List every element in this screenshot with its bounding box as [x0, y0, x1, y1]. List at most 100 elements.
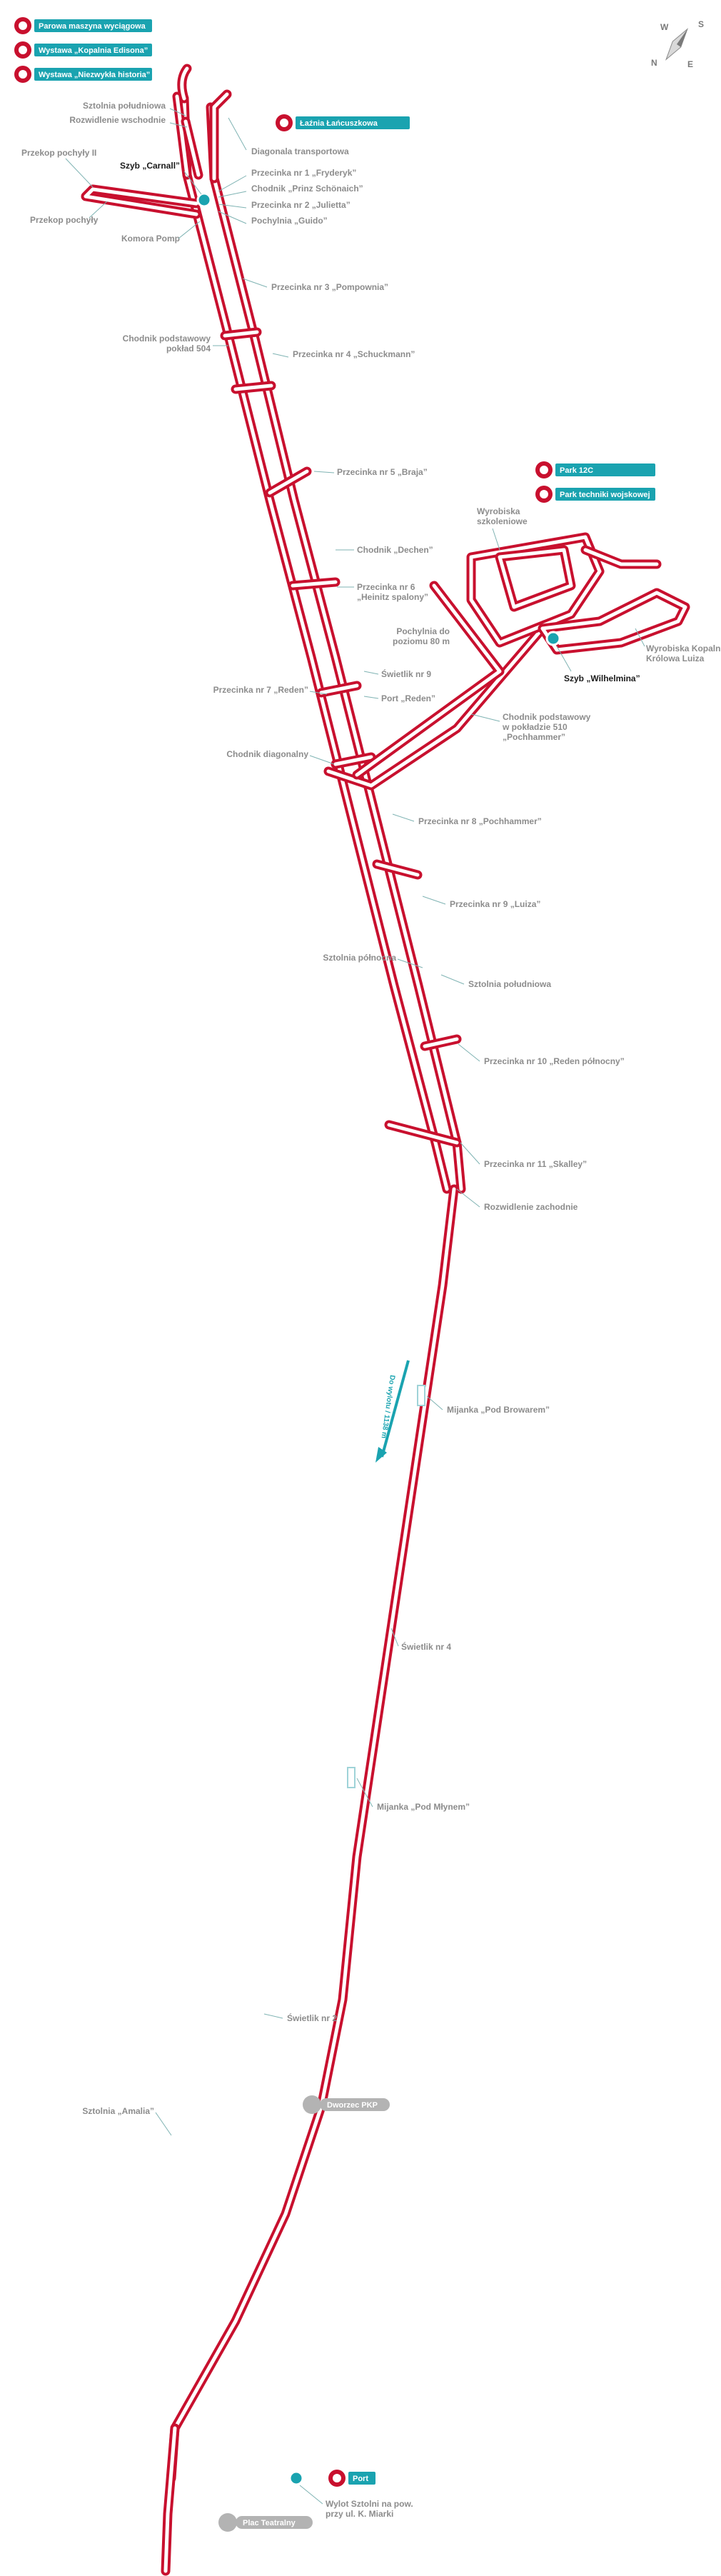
label-przecinka-11: Przecinka nr 11 „Skalley”: [484, 1159, 587, 1169]
label-wylot-b: przy ul. K. Miarki: [326, 2509, 393, 2519]
mine-badge-icon-center: [333, 2474, 341, 2482]
label-sztolnia-amalia: Sztolnia „Amalia”: [82, 2106, 154, 2116]
tunnel-segment-core: [169, 1187, 456, 2480]
compass-e: E: [687, 59, 693, 69]
label-chodnik-diagonalny: Chodnik diagonalny: [226, 749, 308, 759]
tunnel-segment-core: [319, 683, 359, 695]
legend-box: [555, 463, 655, 476]
compass-n: N: [651, 58, 657, 68]
legend-item[interactable]: Parowa maszyna wyciągowa: [14, 17, 152, 34]
tunnel-segment-core: [375, 862, 420, 877]
exit-shaft-marker[interactable]: [288, 2470, 304, 2486]
label-sztolnia-polnocna: Sztolnia północna: [323, 953, 396, 963]
tunnel-segment-core: [223, 330, 259, 338]
label-pochylnia-guido: Pochylnia „Guido”: [251, 216, 328, 226]
station-pill: [236, 2516, 313, 2529]
legend-item[interactable]: Park 12C: [535, 461, 655, 478]
wilhelmina-workings: [466, 532, 690, 655]
mine-badge-icon-center: [540, 466, 548, 474]
poi-lancuch[interactable]: Łaźnia Łańcuszkowa: [276, 114, 410, 131]
label-swietlik-2: Świetlik nr 2: [287, 2013, 337, 2023]
tunnel-segment-core: [355, 583, 502, 777]
label-przecinka-1: Przecinka nr 1 „Fryderyk”: [251, 168, 356, 178]
tunnel-segment-core: [163, 2426, 177, 2573]
label-chodnik-510-a: Chodnik podstawowy: [503, 712, 591, 722]
legend-label: Wystawa „Niezwykła historia”: [39, 71, 150, 79]
direction-label: Do wylotu / 1138 m: [380, 1375, 396, 1439]
label-mijanka-mlynem: Mijanka „Pod Młynem”: [377, 1802, 470, 1812]
label-przecinka-10: Przecinka nr 10 „Reden północny”: [484, 1056, 625, 1066]
mine-badge-icon-center: [280, 119, 288, 127]
label-przecinka-5: Przecinka nr 5 „Braja”: [337, 467, 428, 477]
legend-label: Park 12C: [560, 466, 593, 475]
label-chodnik-510-b: w pokładzie 510: [502, 722, 568, 732]
tunnel-segment: [538, 588, 690, 655]
legend-label: Parowa maszyna wyciągowa: [39, 22, 146, 31]
tunnel-segment-core: [333, 755, 373, 766]
label-wyrobiska-szk-b: szkoleniowe: [477, 516, 528, 526]
tunnel-segment-core: [208, 105, 463, 1191]
label-przecinka-3: Przecinka nr 3 „Pompownia”: [271, 282, 388, 292]
compass-rose-icon: [665, 28, 689, 61]
label-port-reden: Port „Reden”: [381, 693, 435, 703]
label-swietlik-4: Świetlik nr 4: [401, 1641, 451, 1652]
label-chodnik-504-a: Chodnik podstawowy: [123, 334, 211, 344]
label-rozwidlenie-wschodnie: Rozwidlenie wschodnie: [69, 115, 166, 125]
label-wylot-a: Wylot Sztolni na pow.: [326, 2499, 413, 2509]
map-labels: Sztolnia południowa Rozwidlenie wschodni…: [21, 101, 721, 2519]
legend-right: Park 12C Park techniki wojskowej: [535, 461, 655, 503]
label-przecinka-4: Przecinka nr 4 „Schuckmann”: [293, 349, 415, 359]
poi-port[interactable]: Port: [328, 2470, 375, 2487]
wilhelmina-shaft-marker[interactable]: [545, 631, 561, 646]
compass-w: W: [660, 22, 669, 32]
tunnel-segment-core: [387, 1123, 459, 1145]
poi-port-label: Port: [353, 2475, 368, 2483]
label-przecinka-2: Przecinka nr 2 „Julietta”: [251, 200, 351, 210]
mijanka-mlynem-marker: [347, 1767, 356, 1788]
legend-item[interactable]: Wystawa „Niezwykła historia”: [14, 66, 152, 83]
label-chodnik-510-c: „Pochhammer”: [503, 732, 565, 742]
legend-label: Park techniki wojskowej: [560, 491, 650, 499]
label-wyrobiska-luiza-a: Wyrobiska Kopalni: [646, 643, 721, 653]
legend-box: [34, 68, 152, 81]
station-teatralny[interactable]: Plac Teatralny: [218, 2513, 313, 2532]
mine-badge-icon-center: [19, 21, 27, 30]
legend-box: [348, 2472, 375, 2485]
label-rozwidlenie-zachodnie: Rozwidlenie zachodnie: [484, 1202, 578, 1212]
tunnel-segment-core: [182, 96, 449, 1191]
label-przecinka-6-b: „Heinitz spalony”: [357, 592, 428, 602]
legend-label: Wystawa „Kopalnia Edisona”: [39, 46, 148, 55]
mijanka-browarem-marker: [417, 1385, 425, 1406]
legend-box: [555, 488, 655, 501]
tunnel-segment-core: [469, 535, 602, 645]
tunnel-network: [81, 64, 548, 2576]
carnall-shaft-marker[interactable]: [196, 192, 212, 208]
label-sztolnia-poludniowa-top: Sztolnia południowa: [83, 101, 166, 111]
label-przecinka-7: Przecinka nr 7 „Reden”: [213, 685, 308, 695]
station-dworzec[interactable]: Dworzec PKP: [303, 2095, 390, 2114]
label-diagonala: Diagonala transportowa: [251, 146, 349, 156]
label-prinz-schonaich: Chodnik „Prinz Schönaich”: [251, 184, 363, 194]
tunnel-segment-core: [498, 548, 573, 609]
compass-s: S: [698, 19, 704, 29]
tunnel-segment-core: [291, 580, 338, 588]
label-pochylnia-80-a: Pochylnia do: [396, 626, 450, 636]
mine-badge-icon-center: [19, 70, 27, 79]
label-przecinka-9: Przecinka nr 9 „Luiza”: [450, 899, 540, 909]
legend-box: [34, 19, 152, 32]
station-dot: [218, 2513, 237, 2532]
tunnel-segment: [206, 102, 466, 1194]
legend-item[interactable]: Park techniki wojskowej: [535, 486, 655, 503]
direction-arrow: [375, 1360, 410, 1463]
legend-box: [34, 44, 152, 56]
tunnel-segment-core: [233, 384, 273, 391]
tunnel-segment: [166, 1184, 459, 2483]
tunnel-segment-core: [180, 66, 189, 101]
label-przekop-pochyly: Przekop pochyły: [30, 215, 99, 225]
tunnel-segment-core: [540, 591, 687, 652]
legend-item[interactable]: Wystawa „Kopalnia Edisona”: [14, 41, 152, 59]
label-chodnik-504-b: pokład 504: [166, 344, 211, 354]
station-pill: [320, 2098, 390, 2111]
label-przecinka-6-a: Przecinka nr 6: [357, 582, 415, 592]
label-komora-pomp: Komora Pomp: [121, 234, 180, 244]
